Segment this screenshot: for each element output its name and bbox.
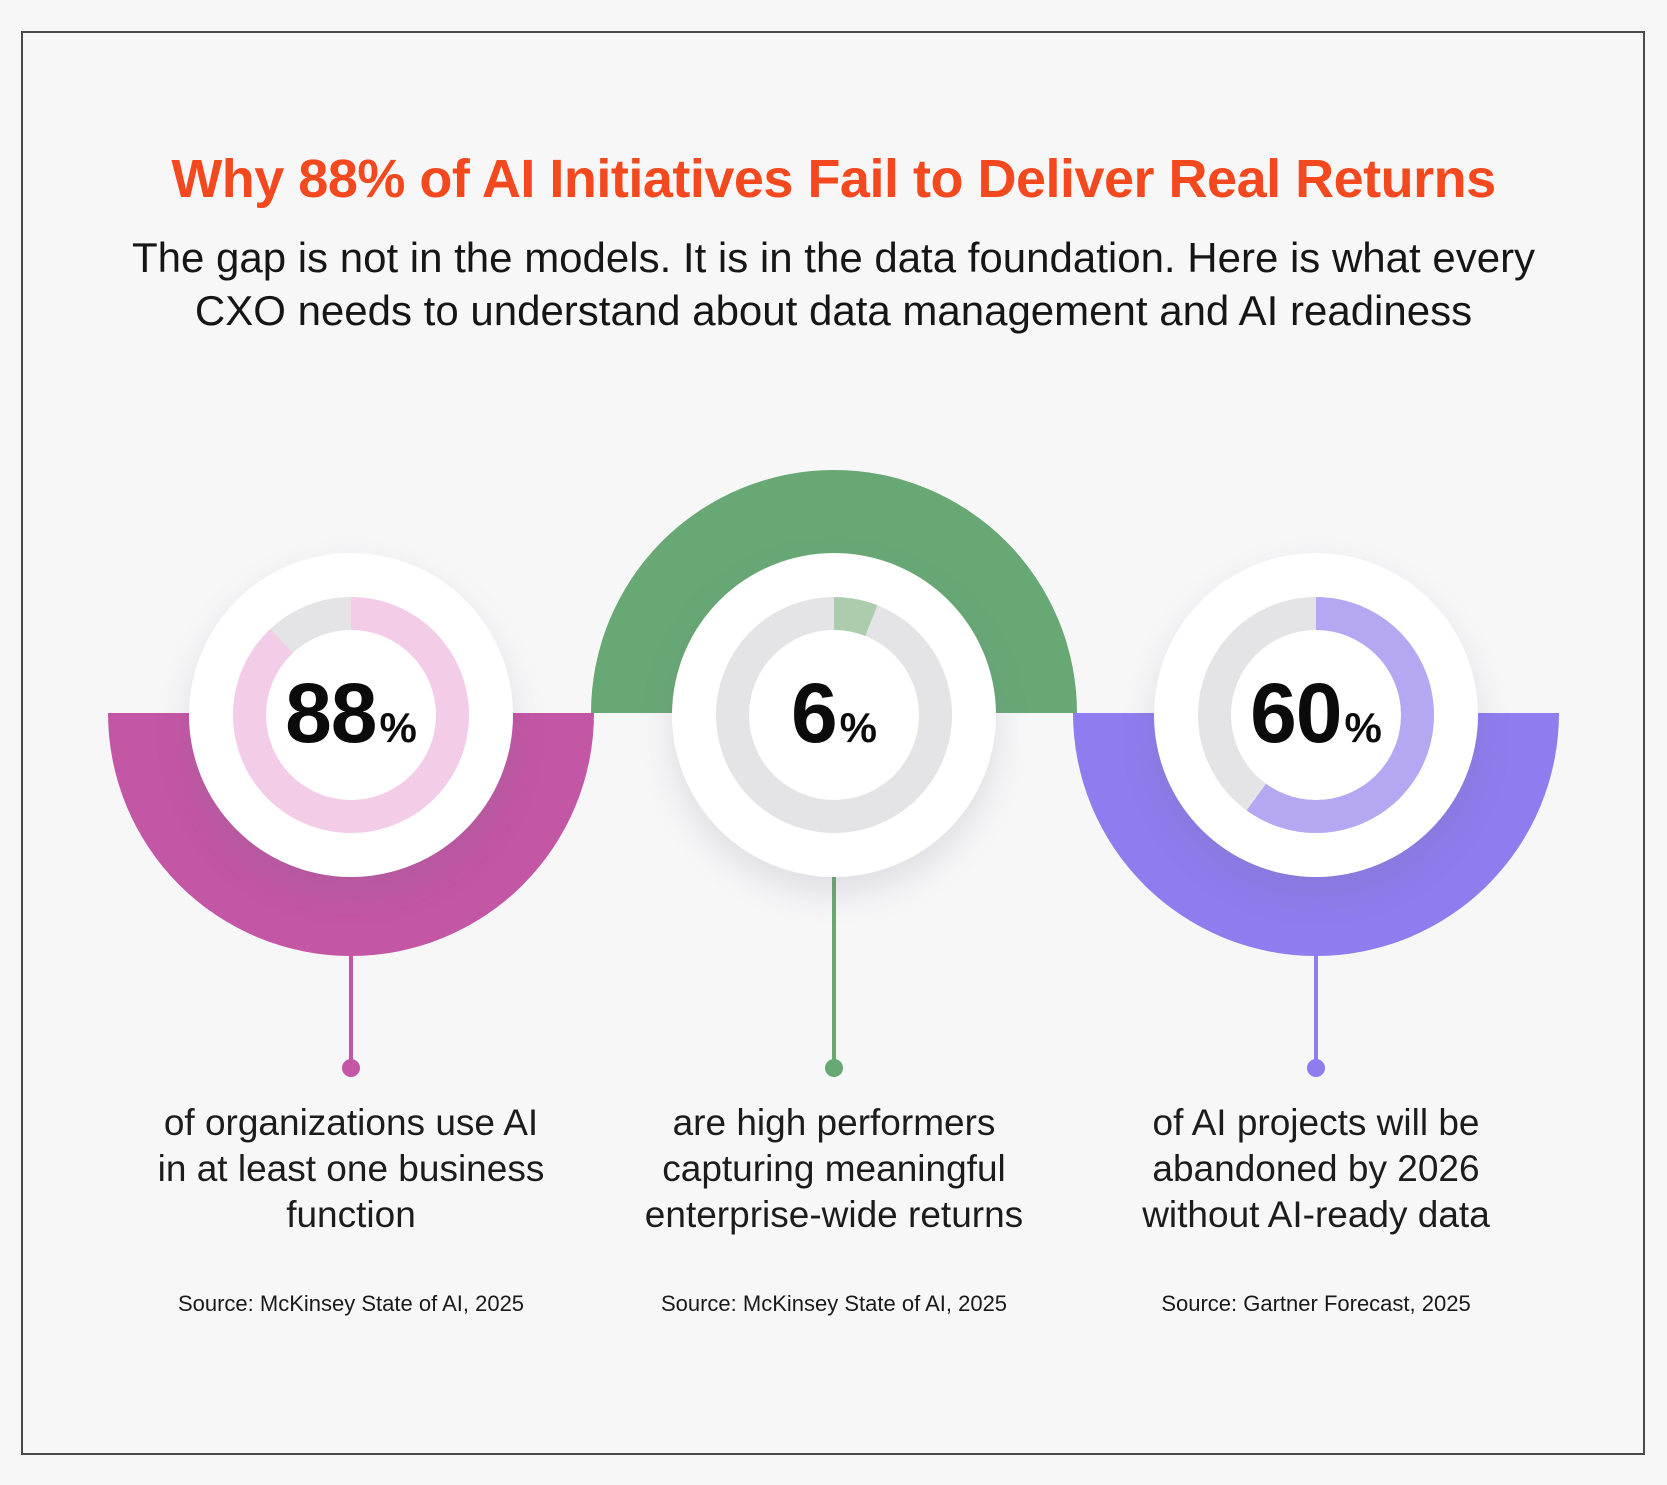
donut-hole: 60 % (1231, 630, 1401, 800)
stat-description: are high performers capturing meaningful… (644, 1102, 1024, 1235)
stat-value-group: 88 % (285, 665, 417, 762)
stat-value: 88 (285, 665, 377, 760)
page-subtitle: The gap is not in the models. It is in t… (131, 234, 1536, 334)
stat-circle: 88 % (189, 553, 513, 877)
stat-percent-sign: % (1344, 703, 1382, 751)
border-frame (21, 31, 1645, 1455)
donut-ring: 6 % (716, 597, 952, 833)
donut-ring: 60 % (1198, 597, 1434, 833)
stat-circle: 6 % (672, 553, 996, 877)
page-title: Why 88% of AI Initiatives Fail to Delive… (171, 149, 1496, 209)
donut-hole: 88 % (266, 630, 436, 800)
stat-percent-sign: % (379, 703, 417, 751)
stat-value-group: 60 % (1250, 665, 1382, 762)
connector-line (1314, 868, 1318, 1062)
stat-source: Source: McKinsey State of AI, 2025 (660, 1291, 1008, 1316)
connector-dot (825, 1059, 843, 1077)
connector-line (349, 868, 353, 1062)
connector-dot (342, 1059, 360, 1077)
connector-dot (1307, 1059, 1325, 1077)
stat-circle: 60 % (1154, 553, 1478, 877)
stat-description: of AI projects will be abandoned by 2026… (1142, 1102, 1490, 1235)
connector-line (832, 868, 836, 1062)
stat-source: Source: McKinsey State of AI, 2025 (177, 1291, 525, 1316)
stat-percent-sign: % (839, 703, 878, 751)
stat-value-group: 6 % (791, 665, 877, 762)
stat-value: 6 (790, 665, 838, 760)
donut-ring: 88 % (233, 597, 469, 833)
donut-hole: 6 % (749, 630, 919, 800)
stat-description: of organizations use AI in at least one … (157, 1102, 545, 1235)
stat-value: 60 (1250, 665, 1342, 760)
stat-source: Source: Gartner Forecast, 2025 (1161, 1291, 1471, 1316)
